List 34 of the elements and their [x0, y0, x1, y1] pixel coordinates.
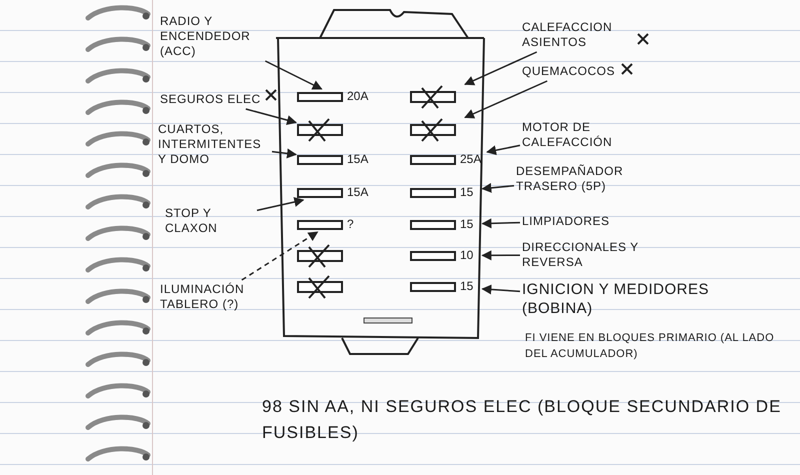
amperage-label: 15A — [347, 186, 368, 199]
amperage-label: 15 — [460, 218, 474, 231]
amperage-label: 20A — [347, 90, 368, 103]
arrow — [246, 108, 297, 125]
circuit-label: CUARTOS, INTERMITENTES Y DOMO — [158, 122, 270, 167]
amperage-label: ? — [347, 218, 354, 231]
amperage-label: 10 — [460, 249, 474, 262]
dashed-arrow — [241, 231, 318, 281]
circuit-label: QUEMACOCOS — [522, 64, 616, 79]
circuit-label: SEGUROS ELEC — [160, 92, 261, 107]
arrow — [264, 60, 322, 90]
arrow — [481, 250, 520, 260]
circuit-label: RADIO Y ENCENDEDOR (ACC) — [160, 14, 272, 59]
circuit-label: DIRECCIONALES Y REVERSA — [522, 240, 642, 270]
arrow — [481, 218, 520, 228]
note: FI VIENE EN BLOQUES PRIMARIO (AL LADO DEL ACUMULADOR) — [525, 331, 775, 362]
arrow — [481, 182, 514, 193]
circuit-label: CALEFACCION ASIENTOS — [522, 20, 627, 50]
caption: 98 SIN AA, NI SEGUROS ELEC (BLOQUE SECUNDARIO DE FUSIBLES) — [262, 396, 782, 444]
arrow — [272, 148, 297, 158]
amperage-label: 15A — [347, 153, 368, 166]
circuit-label: MOTOR DE CALEFACCIÓN — [522, 120, 622, 150]
arrow — [464, 51, 538, 86]
amperage-label: 15 — [460, 186, 474, 199]
arrow — [486, 144, 520, 156]
circuit-label: LIMPIADORES — [522, 214, 610, 229]
circuit-label: STOP Y CLAXON — [165, 206, 255, 236]
arrow — [464, 80, 548, 118]
circuit-label: DESEMPAÑADOR TRASERO (5P) — [516, 164, 646, 194]
circuit-label: ILUMINACIÓN TABLERO (?) — [160, 282, 270, 312]
amperage-label: 15 — [460, 280, 474, 293]
arrow — [256, 197, 304, 212]
circuit-label: IGNICION Y MEDIDORES (BOBINA) — [522, 280, 752, 318]
arrow — [481, 284, 520, 294]
